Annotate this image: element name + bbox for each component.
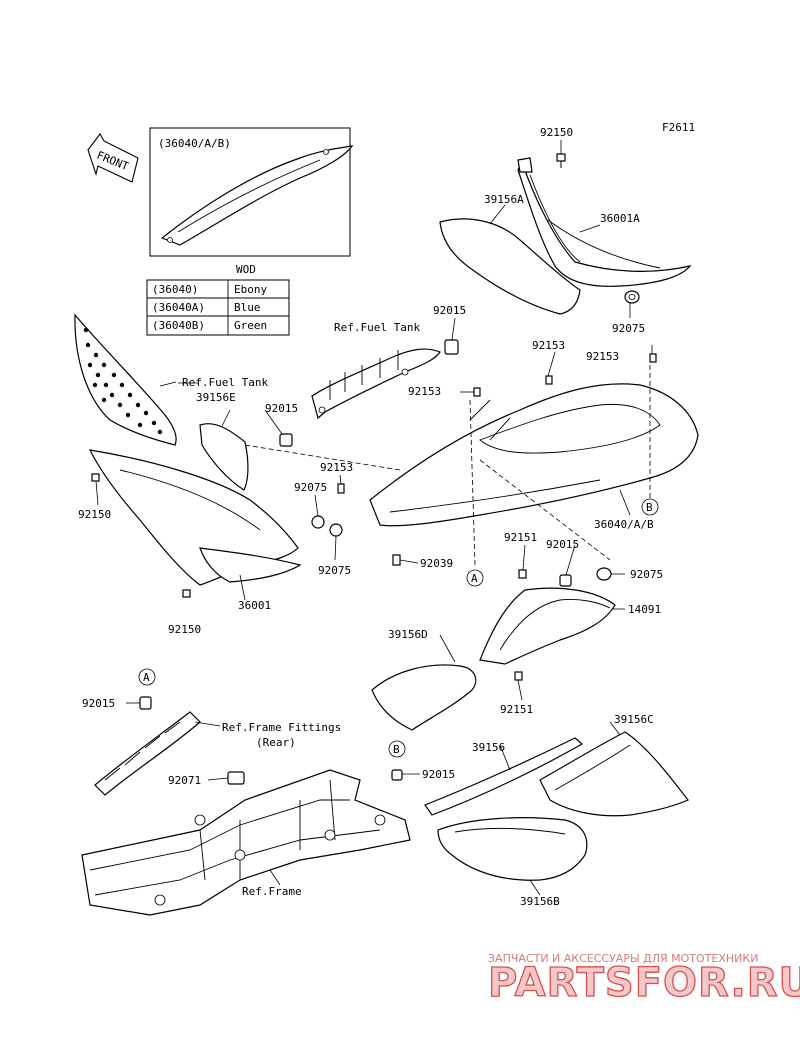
bracket-14091 bbox=[479, 587, 616, 665]
side-grille-part bbox=[74, 313, 177, 446]
collar-92015-frame-b bbox=[391, 769, 420, 781]
collar-92015-top bbox=[444, 339, 459, 355]
pad-39156c bbox=[539, 731, 689, 817]
watermark: ЗАПЧАСТИ И АКСЕССУАРЫ ДЛЯ МОТОТЕХНИКИ PA… bbox=[487, 952, 800, 1007]
label-92075-mid: 92075 bbox=[318, 564, 351, 577]
color-table: WOD (36040) Ebony (36040A) Blue (36040B)… bbox=[146, 263, 290, 336]
label-92153-d: 92153 bbox=[320, 461, 353, 474]
label-36001: 36001 bbox=[238, 599, 271, 612]
label-92075-top: 92075 bbox=[612, 322, 645, 335]
svg-text:A: A bbox=[143, 671, 150, 684]
color-row-1-code: (36040A) bbox=[152, 301, 205, 314]
label-ref-fuel-tank-2: Ref.Fuel Tank bbox=[182, 376, 268, 389]
label-92015-c: 92015 bbox=[546, 538, 579, 551]
side-cover-36001 bbox=[88, 449, 302, 586]
grommet-92075-right bbox=[596, 567, 612, 581]
watermark-logo: PARTSFOR.RU bbox=[488, 960, 800, 1006]
label-92150-left: 92150 bbox=[78, 508, 111, 521]
label-14091: 14091 bbox=[628, 603, 661, 616]
color-row-0-code: (36040) bbox=[152, 283, 198, 296]
label-92153-b: 92153 bbox=[586, 350, 619, 363]
label-92015-mid: 92015 bbox=[265, 402, 298, 415]
bolt-92150-top bbox=[556, 153, 566, 168]
strip-39156 bbox=[424, 737, 584, 816]
label-92071: 92071 bbox=[168, 774, 201, 787]
label-92153-a: 92153 bbox=[532, 339, 565, 352]
bolt-92153-b bbox=[649, 353, 657, 363]
grommet-92075-left bbox=[311, 515, 325, 529]
label-92015-top: 92015 bbox=[433, 304, 466, 317]
label-92150-bottom: 92150 bbox=[168, 623, 201, 636]
label-39156e: 39156E bbox=[196, 391, 236, 404]
bolt-92150-left bbox=[91, 473, 100, 482]
label-92151-a: 92151 bbox=[504, 531, 537, 544]
bolt-92153-d bbox=[337, 483, 345, 494]
bolt-92151-b bbox=[514, 671, 523, 681]
frame-fittings-rear bbox=[94, 711, 221, 796]
fuel-tank-bracket bbox=[311, 348, 441, 420]
label-92015-frame-a: 92015 bbox=[82, 697, 115, 710]
label-39156: 39156 bbox=[472, 741, 505, 754]
label-92150-top: 92150 bbox=[540, 126, 573, 139]
color-row-0-color: Ebony bbox=[234, 283, 267, 296]
pad-39156e bbox=[199, 423, 249, 491]
label-39156d: 39156D bbox=[388, 628, 428, 641]
pad-92071 bbox=[207, 771, 245, 785]
callout-a-lower: A bbox=[138, 668, 156, 686]
label-39156a: 39156A bbox=[484, 193, 524, 206]
label-39156b: 39156B bbox=[520, 895, 560, 908]
label-ref-fuel-tank-1: Ref.Fuel Tank bbox=[334, 321, 420, 334]
callout-b-upper: B bbox=[641, 498, 659, 516]
collar-92015-mid bbox=[279, 433, 293, 447]
inset-box: (36040/A/B) bbox=[149, 127, 354, 257]
label-36001a: 36001A bbox=[600, 212, 640, 225]
pad-39156b bbox=[437, 817, 588, 881]
label-39156c: 39156C bbox=[614, 713, 654, 726]
side-cover-inset-part bbox=[160, 145, 354, 246]
label-92039: 92039 bbox=[420, 557, 453, 570]
label-92075-left: 92075 bbox=[294, 481, 327, 494]
svg-text:A: A bbox=[471, 572, 478, 585]
color-table-header: WOD bbox=[236, 263, 256, 276]
label-92151-b: 92151 bbox=[500, 703, 533, 716]
svg-text:B: B bbox=[646, 501, 653, 514]
bolt-92153-c bbox=[473, 387, 481, 397]
color-row-2-code: (36040B) bbox=[152, 319, 205, 332]
watermark-top-text: ЗАПЧАСТИ И АКСЕССУАРЫ ДЛЯ МОТОТЕХНИКИ bbox=[488, 952, 758, 965]
pad-39156a bbox=[439, 218, 581, 315]
tail-cowl-36040 bbox=[369, 383, 699, 527]
front-arrow-icon: FRONT bbox=[87, 133, 139, 183]
callout-b-lower: B bbox=[388, 740, 406, 758]
label-92015-frame-b: 92015 bbox=[422, 768, 455, 781]
color-row-2-color: Green bbox=[234, 319, 267, 332]
label-ref-frame-fittings-sub: (Rear) bbox=[256, 736, 296, 749]
callout-a-upper: A bbox=[466, 569, 484, 587]
label-ref-frame: Ref.Frame bbox=[242, 885, 302, 898]
label-36040ab: 36040/A/B bbox=[594, 518, 654, 531]
grommet-92075-mid bbox=[329, 523, 343, 537]
pad-39156d bbox=[371, 664, 477, 731]
inset-label: (36040/A/B) bbox=[158, 137, 231, 150]
bolt-92151-a bbox=[518, 569, 527, 579]
rear-frame bbox=[81, 769, 411, 916]
collar-92015-frame-a bbox=[126, 696, 152, 710]
color-row-1-color: Blue bbox=[234, 301, 261, 314]
bolt-92150-bottom bbox=[182, 589, 191, 598]
label-92075-right: 92075 bbox=[630, 568, 663, 581]
label-92153-c: 92153 bbox=[408, 385, 441, 398]
seat-cowl-36001a bbox=[517, 157, 692, 287]
grommet-92075-top bbox=[624, 290, 640, 304]
svg-text:B: B bbox=[393, 743, 400, 756]
bolt-92153-a bbox=[545, 375, 553, 385]
part-labels: 92150 36001A 39156A 92075 92015 Ref.Fuel… bbox=[78, 126, 663, 908]
figure-code: F2611 bbox=[662, 121, 695, 134]
collar-92015-c bbox=[559, 574, 572, 587]
bolt-92039 bbox=[392, 554, 401, 566]
leader-lines bbox=[95, 140, 653, 701]
label-ref-frame-fittings: Ref.Frame Fittings bbox=[222, 721, 341, 734]
